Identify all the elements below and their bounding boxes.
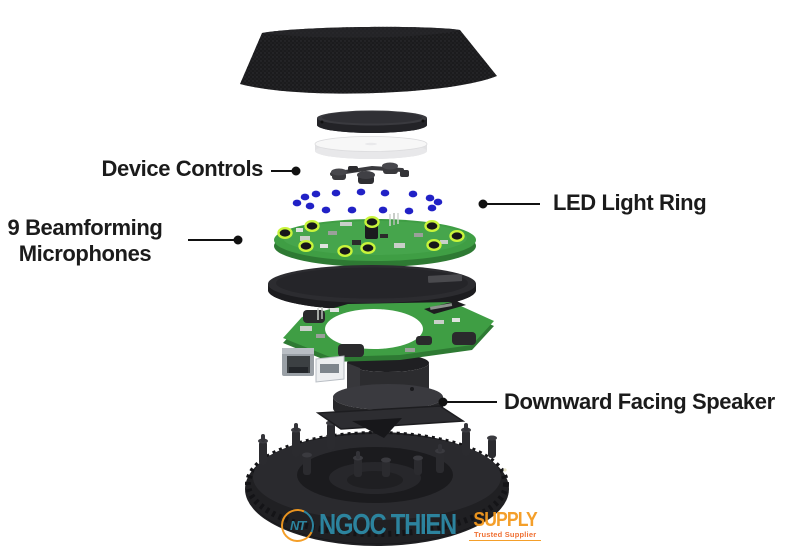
- watermark-supply: SUPPLY: [473, 508, 537, 531]
- label-device-controls: Device Controls: [101, 156, 264, 181]
- led-dot: [331, 189, 341, 197]
- led-dot: [408, 190, 418, 198]
- mic-highlight-rings: [277, 215, 465, 257]
- led-light-ring-leader: [478, 199, 540, 209]
- beamforming-leader: [188, 235, 243, 245]
- led-dot: [427, 204, 437, 212]
- base-plate: [245, 416, 509, 546]
- led-dot: [380, 189, 390, 197]
- led-ring: [292, 188, 443, 215]
- microphone-marker: [298, 239, 314, 252]
- button-assembly: [330, 162, 409, 184]
- label-led-light-ring: LED Light Ring: [553, 190, 707, 215]
- base-post: [258, 434, 268, 465]
- fabric-top-cover: [240, 26, 497, 94]
- led-dot: [404, 207, 414, 215]
- microphone-marker: [449, 229, 465, 242]
- usb-port: [315, 355, 345, 383]
- led-dot: [311, 190, 321, 198]
- label-beamforming-microphones: 9 Beamforming Microphones: [0, 215, 176, 267]
- led-dot: [321, 206, 331, 214]
- led-dot: [356, 188, 366, 196]
- ethernet-port: [282, 348, 314, 376]
- microphone-marker: [426, 238, 442, 251]
- downward-speaker-leader: [438, 397, 497, 407]
- microphone-marker: [304, 219, 320, 232]
- led-dot: [300, 193, 310, 201]
- microphone-marker: [360, 241, 376, 254]
- board-component: [303, 310, 476, 357]
- led-dot: [433, 198, 443, 206]
- main-board: [282, 301, 494, 383]
- led-dot: [305, 202, 315, 210]
- board-connector: [424, 301, 466, 314]
- supplier-watermark: NT NGOC THIEN SUPPLY Trusted Supplier: [276, 504, 542, 547]
- control-disc: [317, 110, 427, 133]
- watermark-supply-block: SUPPLY Trusted Supplier: [469, 508, 542, 541]
- label-beamforming-line2: Microphones: [18, 241, 152, 266]
- led-dot: [425, 194, 435, 202]
- microphone-marker: [337, 244, 353, 257]
- leader-lines: [188, 166, 540, 407]
- watermark-tagline: Trusted Supplier: [473, 529, 537, 539]
- diffuser-disc: [314, 136, 428, 159]
- watermark-brand: NGOC THIEN: [319, 509, 457, 541]
- led-dot: [378, 206, 388, 214]
- label-beamforming-line1: 9 Beamforming: [7, 215, 163, 240]
- led-dot: [292, 199, 302, 207]
- label-downward-speaker: Downward Facing Speaker: [504, 389, 775, 414]
- microphone-marker: [424, 219, 440, 232]
- microphone-marker: [364, 215, 380, 228]
- nt-logo-text: NT: [289, 518, 306, 533]
- nt-logo-icon: NT: [276, 504, 319, 547]
- microphone-marker: [277, 226, 293, 239]
- led-dot: [347, 206, 357, 214]
- device-controls-leader: [271, 166, 301, 176]
